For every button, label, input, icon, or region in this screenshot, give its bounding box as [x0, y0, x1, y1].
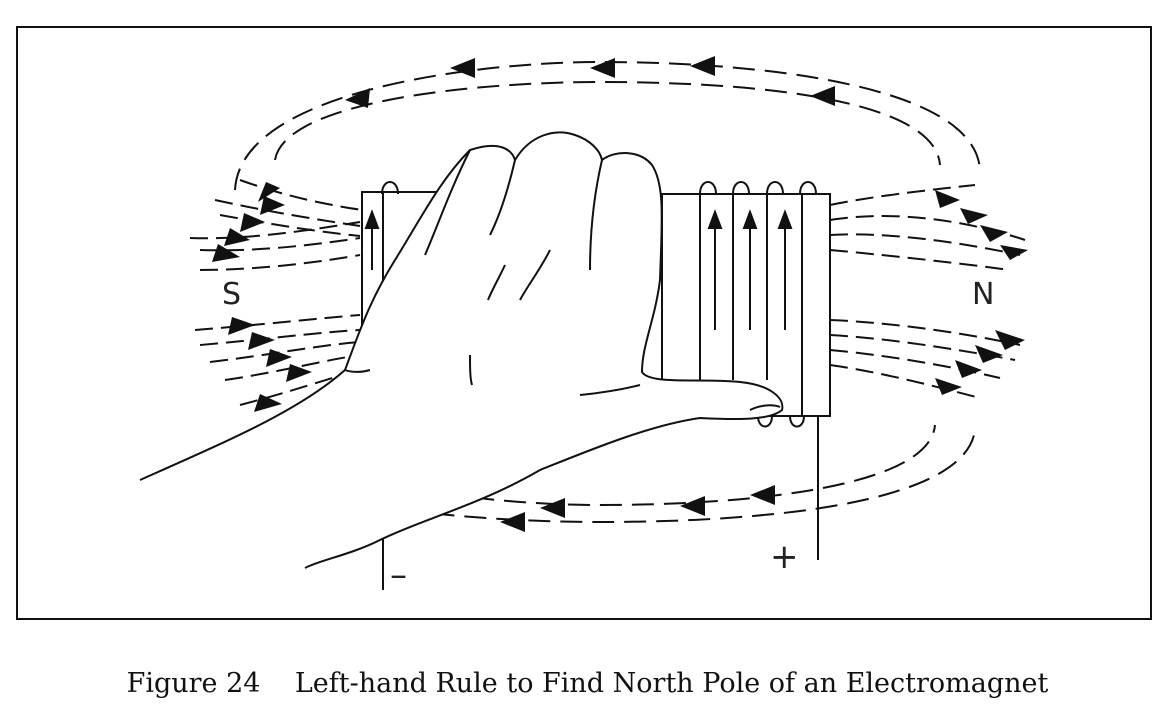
arrow-icon — [345, 88, 370, 108]
figure-title: Left-hand Rule to Find North Pole of an … — [294, 668, 1049, 699]
hand-creases — [344, 149, 781, 411]
coil-icon — [381, 181, 817, 428]
arrow-icon — [240, 213, 265, 232]
arrow-icon — [955, 360, 982, 378]
terminal-wires — [382, 416, 819, 590]
arrow-icon — [680, 496, 705, 516]
arrow-icon — [960, 208, 988, 224]
arrow-icon — [810, 86, 835, 106]
arrow-icon — [690, 56, 715, 76]
arrow-icon — [540, 498, 565, 518]
arrow-icon — [450, 58, 475, 78]
field-arrows — [212, 56, 1028, 532]
arrow-icon — [995, 330, 1025, 350]
electromagnet-core — [361, 191, 831, 417]
field-lines-left — [189, 179, 363, 406]
arrow-icon — [260, 196, 285, 215]
arrow-icon — [266, 349, 292, 367]
arrow-icon — [975, 345, 1003, 363]
figure-caption: Figure 24 Left-hand Rule to Find North P… — [0, 668, 1175, 699]
arrow-icon — [254, 394, 282, 412]
negative-terminal-label: – — [390, 555, 407, 595]
arrow-icon — [258, 182, 280, 202]
arrow-icon — [935, 378, 962, 395]
south-pole-label: S — [222, 277, 241, 312]
figure-number: Figure 24 — [126, 668, 261, 699]
arrow-icon — [224, 228, 250, 246]
arrow-icon — [228, 317, 255, 335]
arrow-icon — [500, 512, 525, 532]
arrow-icon — [248, 332, 275, 350]
arrow-icon — [212, 244, 240, 262]
arrow-icon — [980, 225, 1008, 242]
field-lines-right — [829, 184, 1026, 399]
arrow-icon — [1000, 245, 1028, 260]
field-lines-top — [234, 60, 981, 191]
positive-terminal-label: + — [770, 537, 799, 577]
arrow-icon — [750, 485, 775, 505]
current-arrows — [364, 209, 793, 330]
north-pole-label: N — [972, 277, 994, 312]
arrow-icon — [590, 58, 615, 78]
arrow-icon — [286, 364, 312, 382]
arrow-icon — [935, 190, 960, 208]
hand-icon — [139, 131, 784, 569]
